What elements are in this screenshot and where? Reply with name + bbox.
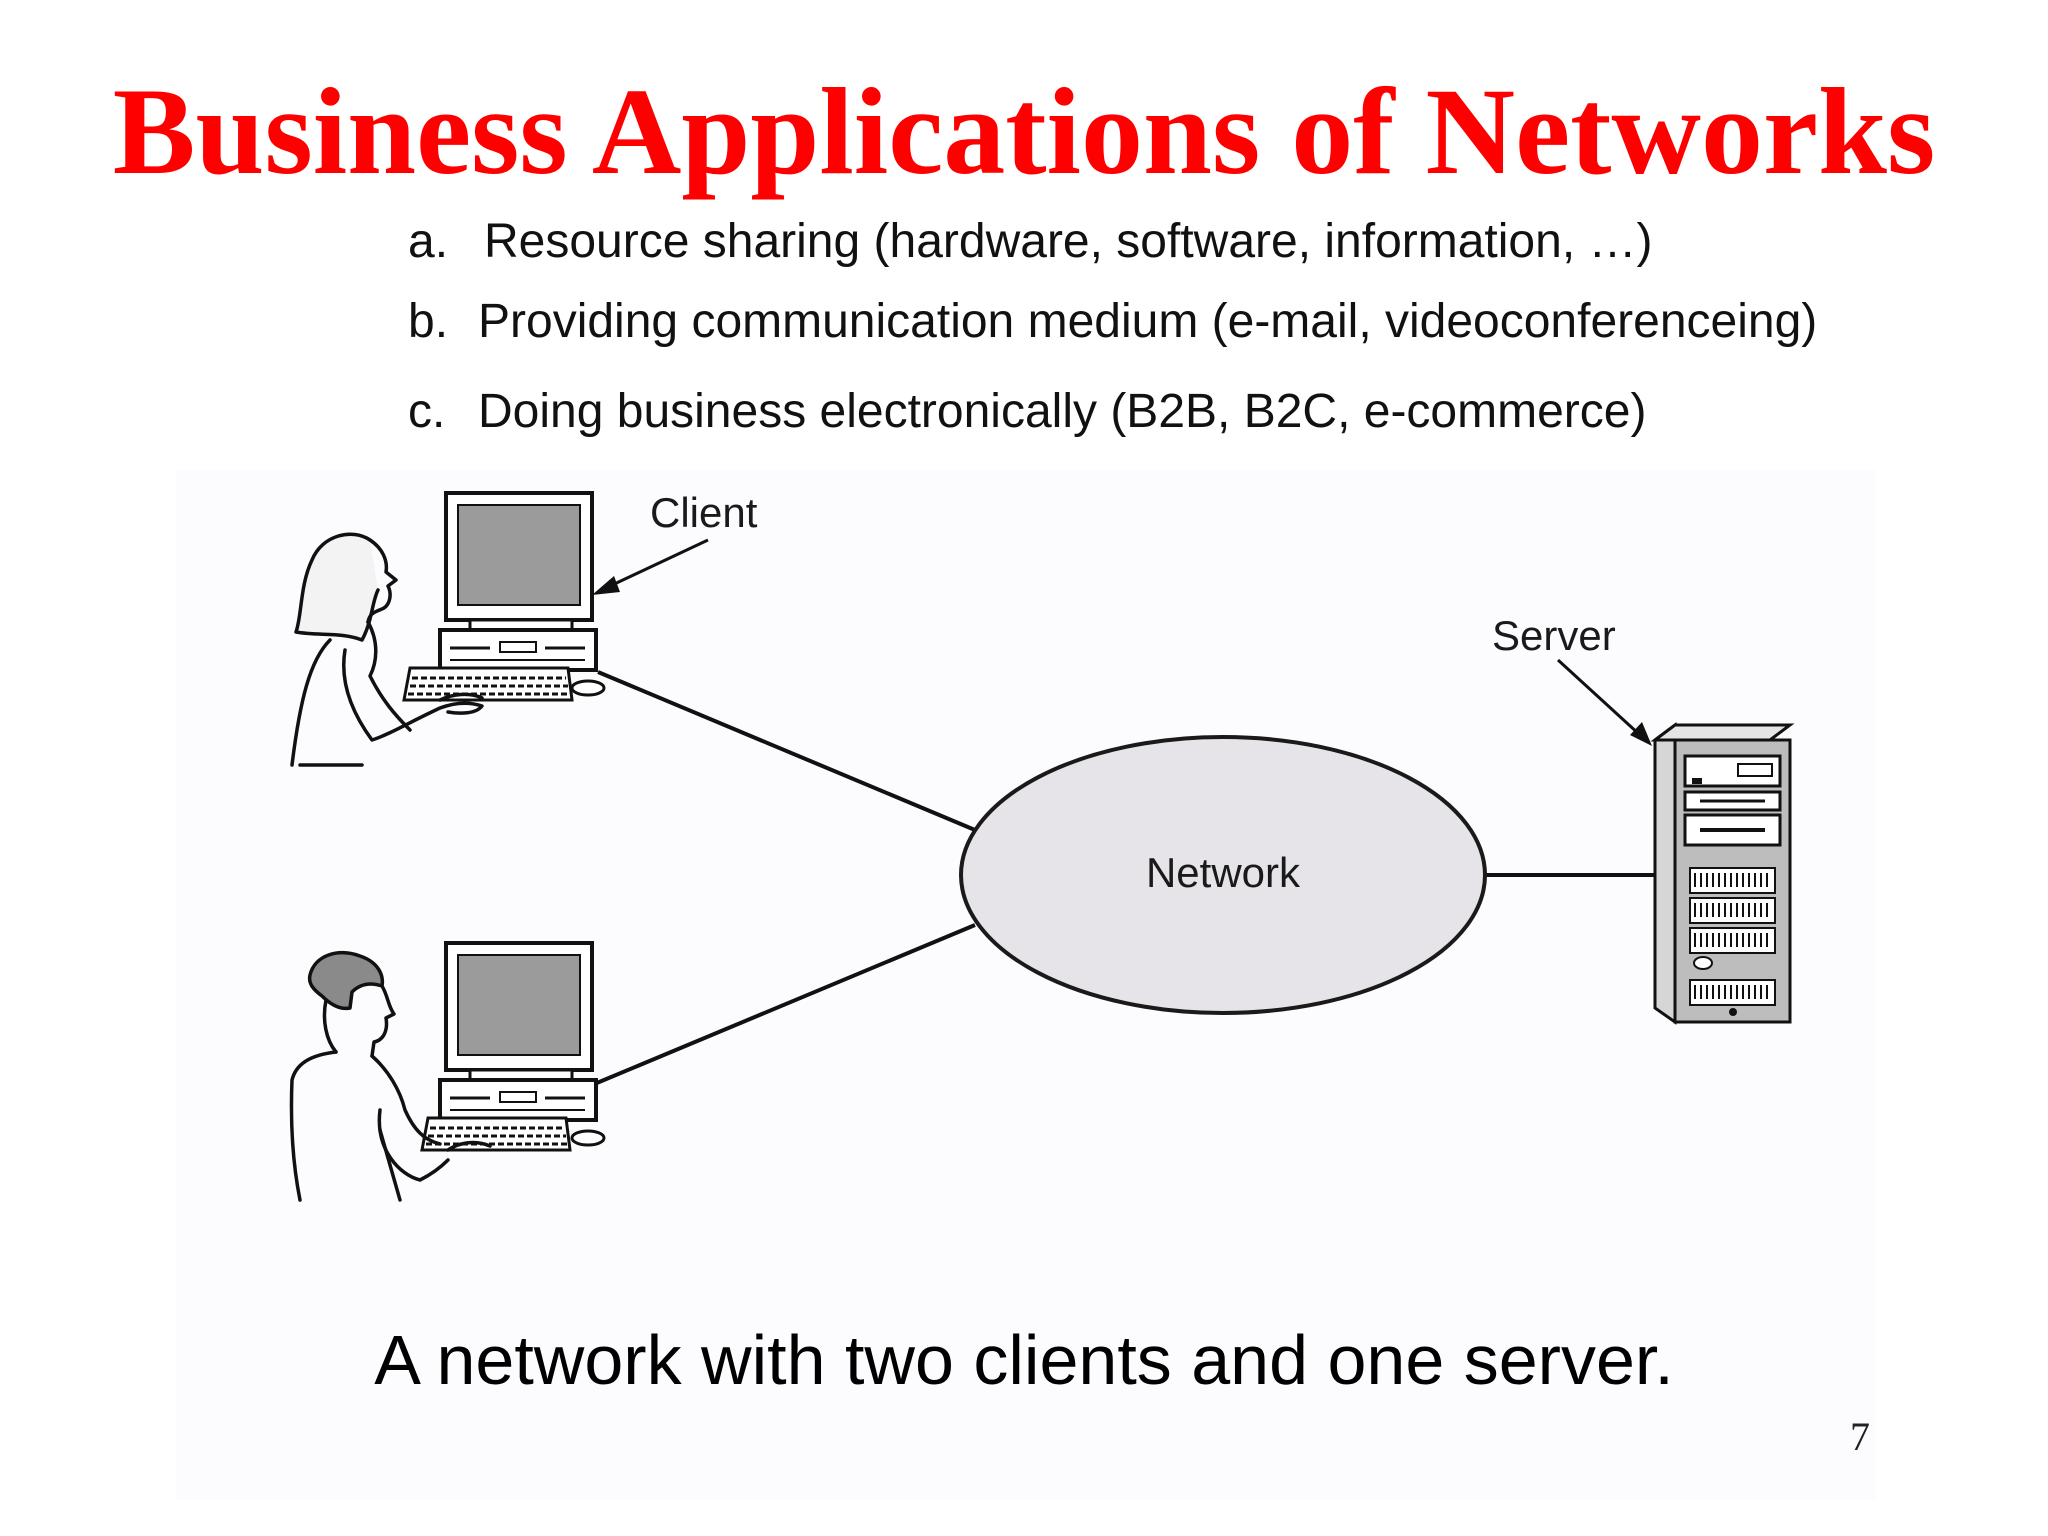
network-ellipse	[959, 735, 1487, 1015]
slide-title: Business Applications of Networks	[112, 63, 1936, 200]
mouse-icon	[570, 1129, 606, 1147]
person-man-icon	[289, 951, 492, 1202]
link-client1-network	[597, 670, 976, 832]
diagram-caption: A network with two clients and one serve…	[374, 1321, 1674, 1399]
server-label: Server	[1492, 612, 1616, 659]
monitor-icon	[444, 491, 594, 632]
server-arrow-icon	[1556, 658, 1652, 746]
client-workstation-2	[289, 941, 606, 1202]
bullet-marker: b.	[408, 295, 449, 348]
keyboard-icon	[420, 1116, 572, 1152]
link-client2-network	[591, 923, 976, 1087]
server-icon	[1650, 722, 1795, 1025]
bullet-marker: c.	[408, 385, 446, 438]
page-number: 7	[1850, 1414, 1870, 1459]
mouse-icon	[570, 679, 606, 697]
server-vent-icon	[1689, 867, 1776, 1006]
bullet-item: a. Resource sharing (hardware, software, …	[408, 214, 1652, 270]
client-workstation-1	[290, 491, 606, 767]
person-woman-icon	[290, 532, 484, 767]
monitor-icon	[444, 941, 594, 1082]
bullet-text: Resource sharing (hardware, software, in…	[484, 215, 1653, 268]
desktop-unit-icon	[438, 628, 598, 672]
client-arrow-icon	[592, 538, 709, 595]
bullet-text: Doing business electronically (B2B, B2C,…	[478, 385, 1647, 438]
network-node: Network	[959, 735, 1487, 1015]
bullet-item: c. Doing business electronically (B2B, B2…	[408, 384, 1646, 440]
server-power-icon	[1693, 956, 1713, 970]
network-label: Network	[1146, 849, 1301, 896]
client-label: Client	[650, 489, 758, 536]
desktop-unit-icon	[438, 1078, 598, 1122]
bullet-text: Providing communication medium (e-mail, …	[478, 295, 1818, 348]
bullet-item: b. Providing communication medium (e-mail…	[408, 294, 1817, 350]
bullet-marker: a.	[408, 215, 449, 268]
keyboard-icon	[402, 666, 574, 702]
